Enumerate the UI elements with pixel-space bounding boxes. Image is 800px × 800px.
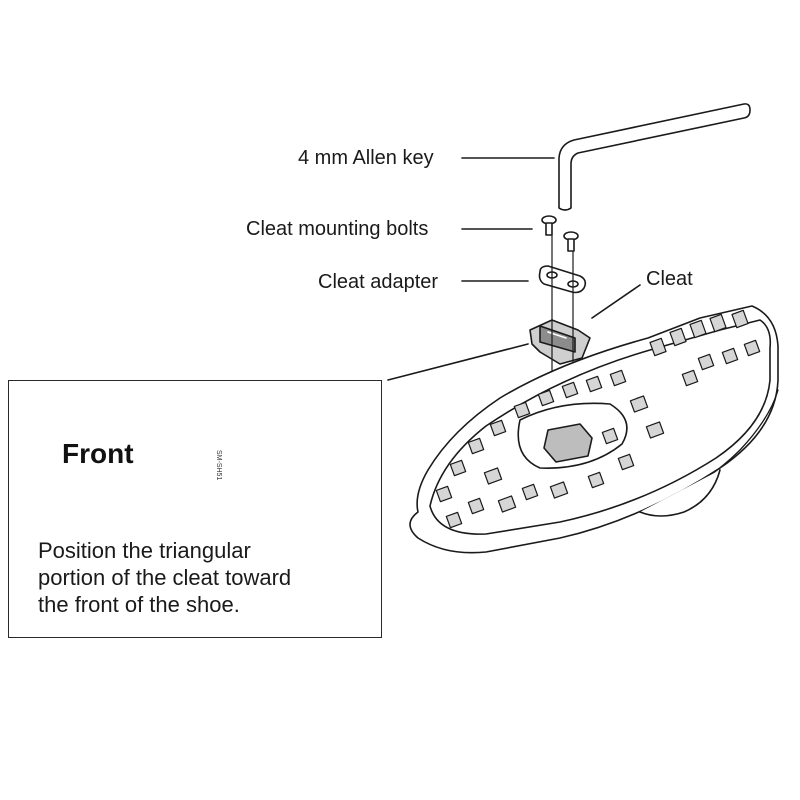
inset-callout-line <box>387 343 529 381</box>
cleat-stamp-text: SM-SH51 <box>215 450 222 481</box>
cleat-drawing <box>529 319 591 365</box>
mounting-bolts-drawing <box>541 215 579 252</box>
inset-panel <box>8 380 382 638</box>
allen-key-drawing <box>558 103 751 211</box>
front-label: Front <box>62 438 134 469</box>
allen-key-label: 4 mm Allen key <box>298 147 434 169</box>
shoe-drawing <box>409 305 779 554</box>
cleat-adapter-drawing <box>538 265 587 294</box>
cleat-leader <box>591 284 641 319</box>
note-line: the front of the shoe. <box>38 592 240 617</box>
mounting-bolts-label: Cleat mounting bolts <box>246 218 429 240</box>
cleat-adapter-label: Cleat adapter <box>318 271 439 293</box>
note-line: Position the triangular <box>38 538 251 563</box>
note-line: portion of the cleat toward <box>38 565 292 590</box>
cleat-label: Cleat <box>646 268 693 290</box>
instruction-note: Position the triangular portion of the c… <box>38 537 291 618</box>
